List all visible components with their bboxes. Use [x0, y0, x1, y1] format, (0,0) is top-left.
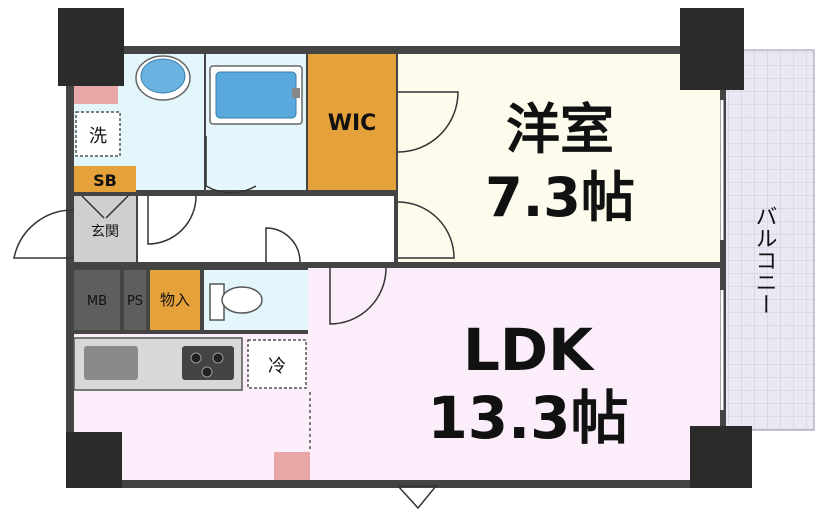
toilet-icon: [221, 286, 263, 314]
wic: [308, 54, 396, 190]
meter-box: [74, 270, 120, 330]
column-bottom-right: [690, 426, 752, 488]
balcony: バルコニー: [721, 49, 815, 431]
fridge: [247, 339, 307, 389]
column-top-right: [680, 8, 744, 90]
meter-box-label: MB: [87, 294, 107, 309]
ldk-size: 13.3帖: [427, 384, 628, 452]
bottom-door: [396, 485, 438, 510]
corridor-door: [147, 195, 197, 245]
ldk-name: LDK: [463, 316, 595, 384]
pink-box-bottom: [274, 452, 310, 480]
washer-label: 洗: [89, 126, 107, 147]
sink-icon: [84, 346, 138, 380]
western-room-door-bottom: [397, 201, 455, 259]
ldk-door: [329, 267, 387, 325]
toilet-door: [265, 227, 301, 263]
fridge-label: 冷: [268, 356, 286, 377]
shoe-box-label: SB: [93, 171, 117, 190]
bathtub-basin: [215, 71, 297, 119]
pipe-space: [124, 270, 146, 330]
column-top-left: [58, 8, 124, 86]
washer-box: [75, 111, 121, 157]
entrance-label: 玄関: [91, 223, 119, 240]
faucet-icon: [292, 88, 300, 98]
entrance: [74, 196, 136, 262]
bath-door: [205, 136, 257, 194]
western-room-name: 洋室: [506, 98, 614, 161]
balcony-label: バルコニー: [752, 205, 777, 315]
shoe-box: [74, 166, 136, 192]
storage: [150, 270, 200, 330]
wic-label: WIC: [328, 111, 377, 136]
column-bottom-left: [66, 432, 122, 488]
shoe-box-door: [81, 195, 129, 219]
pink-box-top: [74, 86, 118, 104]
pipe-space-label: PS: [127, 294, 143, 309]
western-room: [398, 54, 720, 262]
western-room-size: 7.3帖: [485, 166, 635, 229]
entrance-door: [13, 209, 75, 259]
storage-label: 物入: [160, 291, 190, 309]
western-room-door-top: [397, 91, 459, 153]
